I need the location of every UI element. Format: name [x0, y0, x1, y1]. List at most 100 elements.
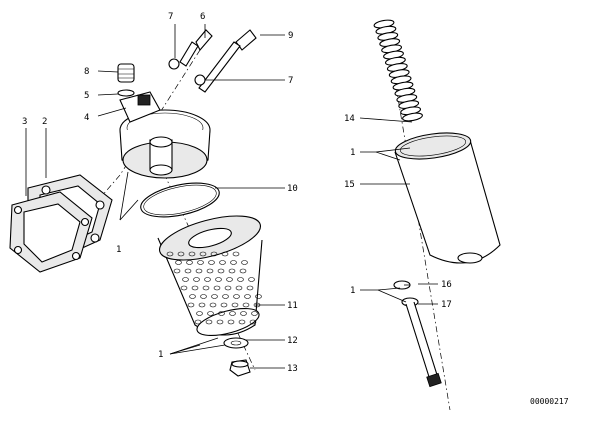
callout-7b: 7 — [288, 76, 293, 86]
perforation-hole — [204, 277, 211, 282]
perforation-hole — [189, 294, 196, 299]
perforation-hole — [209, 302, 217, 308]
perforation-hole — [188, 251, 196, 257]
washer-12 — [223, 337, 249, 349]
filter-head-4 — [119, 91, 211, 179]
perforation-hole — [226, 277, 233, 282]
perforation-hole — [218, 311, 225, 316]
callout-7a: 7 — [168, 12, 173, 22]
callout-1c: 1 — [350, 148, 355, 158]
perforation-hole — [213, 285, 221, 291]
callout-4: 4 — [84, 113, 89, 123]
washer-7-side — [194, 74, 206, 86]
perforation-hole — [187, 302, 195, 308]
perforation-hole — [206, 268, 214, 274]
filter-perforations — [166, 251, 262, 325]
perforation-hole — [208, 260, 215, 265]
callout-1a: 1 — [116, 245, 121, 255]
gasket-3 — [9, 191, 93, 273]
callout-8: 8 — [84, 67, 89, 77]
perforation-hole — [184, 268, 192, 274]
perforation-hole — [195, 268, 203, 274]
nut-13 — [229, 359, 251, 377]
leader-lines-right — [359, 117, 438, 305]
callout-12: 12 — [287, 336, 298, 346]
perforation-hole — [194, 319, 202, 325]
assembly-axis-right — [384, 19, 451, 411]
sealing-ring-10 — [140, 182, 220, 218]
callout-6: 6 — [200, 12, 205, 22]
washer-7-top — [168, 58, 180, 70]
callout-1b: 1 — [158, 350, 163, 360]
perforation-hole — [227, 319, 235, 325]
perforation-hole — [238, 319, 246, 325]
callout-16: 16 — [441, 280, 452, 290]
perforation-hole — [222, 294, 229, 299]
perforation-hole — [249, 319, 257, 325]
perforation-hole — [228, 268, 236, 274]
perforation-hole — [173, 268, 181, 274]
perforation-hole — [177, 251, 185, 257]
callout-17: 17 — [441, 300, 452, 310]
callout-14: 14 — [344, 114, 355, 124]
spring-8 — [117, 63, 135, 83]
perforation-hole — [237, 277, 244, 282]
perforation-hole — [240, 311, 247, 316]
perforation-hole — [175, 260, 182, 265]
perforation-hole — [220, 302, 228, 308]
perforation-hole — [199, 251, 207, 257]
perforation-hole — [242, 302, 250, 308]
callout-10: 10 — [287, 184, 298, 194]
callout-3: 3 — [22, 117, 27, 127]
spring-14 — [373, 19, 423, 122]
perforation-hole — [229, 311, 236, 316]
perforation-hole — [248, 277, 255, 282]
perforation-hole — [207, 311, 214, 316]
ring-5 — [117, 89, 135, 97]
callout-11: 11 — [287, 301, 298, 311]
callout-5: 5 — [84, 91, 89, 101]
perforation-hole — [193, 277, 200, 282]
callout-2: 2 — [42, 117, 47, 127]
callout-1d: 1 — [350, 286, 355, 296]
perforation-hole — [166, 251, 174, 257]
callouts: 7 6 9 8 7 5 4 3 2 10 1 11 12 1 13 14 1 1… — [22, 12, 569, 406]
bolt-9 — [198, 29, 257, 93]
filter-element-11 — [157, 215, 263, 337]
perforation-hole — [221, 251, 229, 257]
perforation-hole — [186, 260, 193, 265]
perforation-hole — [215, 277, 222, 282]
document-id: 00000217 — [530, 397, 569, 406]
bolt-6 — [179, 29, 213, 67]
callout-15: 15 — [344, 180, 355, 190]
perforation-hole — [246, 285, 254, 291]
perforation-hole — [211, 294, 218, 299]
perforation-hole — [210, 251, 218, 257]
center-bolt-17 — [401, 297, 442, 388]
leader-lines-left — [25, 24, 285, 369]
spring-coil — [402, 112, 423, 122]
filter-housing-15 — [394, 132, 501, 264]
perforation-hole — [244, 294, 251, 299]
perforation-hole — [217, 268, 225, 274]
perforation-hole — [235, 285, 243, 291]
perforation-hole — [231, 302, 239, 308]
perforation-hole — [196, 311, 203, 316]
callout-9: 9 — [288, 31, 293, 41]
valve-plug — [137, 94, 151, 106]
perforation-hole — [198, 302, 206, 308]
perforation-hole — [255, 294, 262, 299]
perforation-hole — [180, 285, 188, 291]
perforation-hole — [219, 260, 226, 265]
perforation-hole — [241, 260, 248, 265]
perforation-hole — [182, 277, 189, 282]
perforation-hole — [233, 294, 240, 299]
perforation-hole — [230, 260, 237, 265]
perforation-hole — [251, 311, 258, 316]
perforation-hole — [224, 285, 232, 291]
perforation-hole — [232, 251, 240, 257]
perforation-hole — [191, 285, 199, 291]
perforation-hole — [197, 260, 204, 265]
